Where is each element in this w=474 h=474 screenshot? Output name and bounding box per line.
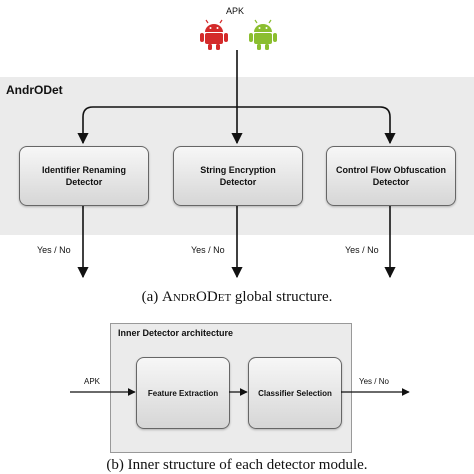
output-label-1: Yes / No [37,245,71,255]
inner-output-label: Yes / No [359,377,389,386]
apk-input-label: APK [226,6,245,16]
system-title: AndrODet [6,83,63,97]
caption-a: (a) AndrODet global structure. [141,289,333,305]
inner-panel-title: Inner Detector architecture [118,328,234,338]
inner-apk-label: APK [84,377,101,386]
classifier-selection-stage: Classifier Selection [248,357,342,429]
caption-b: (b) Inner structure of each detector mod… [106,457,368,473]
feature-extraction-stage: Feature Extraction [136,357,230,429]
output-label-3: Yes / No [345,245,379,255]
output-label-2: Yes / No [191,245,225,255]
